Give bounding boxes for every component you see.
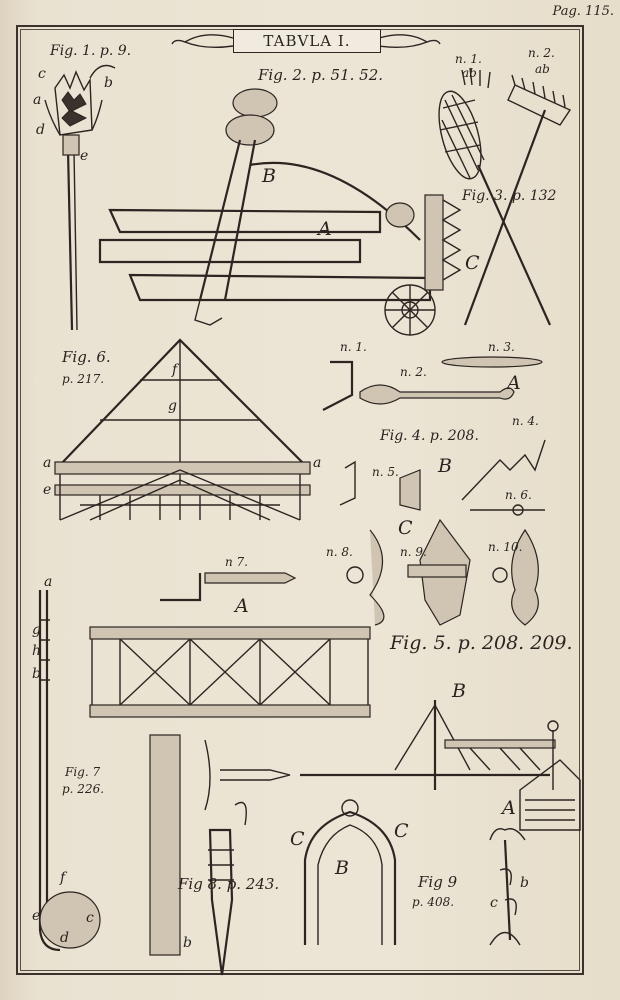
- label-b-fig7: b: [32, 666, 41, 682]
- fig1-pole-tool: [44, 64, 116, 331]
- label-b: b: [104, 75, 113, 91]
- label-C-fig2: C: [465, 252, 480, 274]
- label-C-fig9-left: C: [290, 828, 305, 850]
- label-ab-2: ab: [535, 62, 550, 76]
- label-e-fig6: e: [43, 482, 52, 498]
- label-A-fig2: A: [318, 218, 332, 240]
- fig5-fence-panel: [89, 626, 371, 718]
- fig6-caption: Fig. 6.: [62, 348, 111, 366]
- label-c: c: [38, 66, 46, 82]
- fig6-roof-truss: [54, 338, 311, 521]
- fig2-siege-machine: [98, 88, 462, 336]
- fig3-numeral-1: n. 1.: [455, 52, 482, 66]
- label-g-fig6: g: [168, 398, 177, 414]
- label-a-fig6-left: a: [43, 455, 52, 471]
- fig7-thermometer: [38, 590, 101, 952]
- fig7-caption: Fig. 7: [65, 765, 101, 779]
- fig1-caption: Fig. 1. p. 9.: [50, 43, 132, 59]
- fig9-page: p. 408.: [412, 895, 455, 909]
- fig3-numeral-2: n. 2.: [528, 46, 555, 60]
- label-C-fig4: C: [398, 517, 413, 539]
- label-B-fig9: B: [335, 857, 349, 879]
- fig6-page: p. 217.: [62, 372, 105, 386]
- label-c-fig7: c: [86, 910, 94, 926]
- numeral-n8: n. 8.: [326, 545, 353, 559]
- fig2-caption: Fig. 2. p. 51. 52.: [258, 66, 384, 84]
- fig8-column-and-spike: [149, 734, 291, 976]
- page-number: Pag. 115.: [552, 4, 614, 19]
- label-a: a: [33, 92, 42, 108]
- label-B-fig5: B: [452, 680, 466, 702]
- fig3-caption: Fig. 3. p. 132: [462, 188, 557, 204]
- numeral-n6: n. 6.: [505, 488, 532, 502]
- numeral-n2: n. 2.: [400, 365, 427, 379]
- numeral-n1: n. 1.: [340, 340, 367, 354]
- fig5-caption: Fig. 5. p. 208. 209.: [390, 632, 573, 654]
- label-A-fig5: A: [235, 595, 249, 617]
- numeral-n4: n. 4.: [512, 414, 539, 428]
- label-b-fig8: b: [183, 935, 192, 951]
- label-e-fig7: e: [32, 908, 41, 924]
- label-b-fig9: b: [520, 875, 529, 891]
- title-ribbon-ornament: [171, 34, 441, 49]
- numeral-n10: n. 10.: [488, 540, 523, 554]
- label-C-fig9-right: C: [394, 820, 409, 842]
- label-e: e: [80, 148, 89, 164]
- numeral-n7: n 7.: [225, 555, 248, 569]
- label-h-fig7: h: [32, 643, 42, 659]
- label-a-fig6-right: a: [313, 455, 322, 471]
- label-d: d: [36, 122, 45, 138]
- label-f-fig6: f: [172, 362, 178, 378]
- numeral-n5: n. 5.: [372, 465, 399, 479]
- fig9-arch-and-hook: [303, 799, 526, 946]
- label-d-fig7: d: [60, 930, 69, 946]
- fig4-hinges-lower: [160, 518, 539, 626]
- label-A-fig9: A: [502, 797, 516, 819]
- fig4-hinges-group: [322, 356, 546, 516]
- numeral-n9: n. 9.: [400, 545, 427, 559]
- fig4-caption: Fig. 4. p. 208.: [380, 428, 479, 444]
- fig5-gate-frame: [300, 700, 581, 831]
- label-ab-1: ab: [462, 66, 477, 80]
- label-c-fig9: c: [490, 895, 498, 911]
- fig3-net-and-rake: [438, 67, 572, 326]
- plate-title: TABVLA I.: [233, 29, 381, 53]
- label-B-fig2: B: [262, 165, 276, 187]
- fig9-caption: Fig 9: [418, 873, 458, 891]
- label-A-fig4: A: [507, 372, 521, 394]
- fig8-caption: Fig 8. p. 243.: [178, 875, 280, 893]
- label-B-fig4: B: [438, 455, 452, 477]
- label-g-fig7: g: [32, 622, 41, 638]
- label-f-fig7: f: [60, 870, 66, 886]
- plate-outer-border: [16, 25, 584, 975]
- label-a-fig7: a: [44, 574, 53, 590]
- numeral-n3: n. 3.: [488, 340, 515, 354]
- fig7-page: p. 226.: [62, 782, 105, 796]
